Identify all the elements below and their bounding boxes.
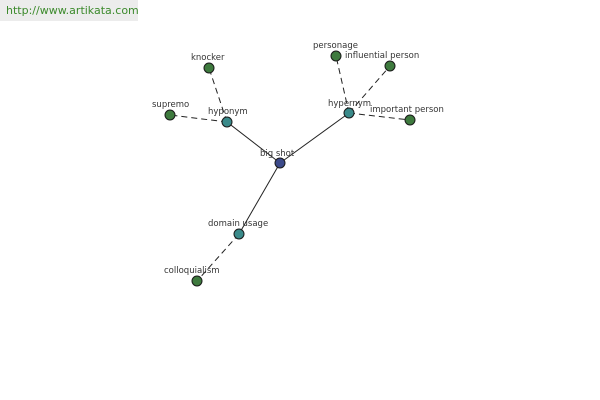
leaf-node-marker <box>384 60 396 72</box>
node-hyponym[interactable]: hyponym <box>208 107 248 128</box>
relation-node-label: hypernym <box>328 99 371 109</box>
center-node-marker <box>274 157 286 169</box>
node-colloquialism[interactable]: colloquialism <box>164 266 220 287</box>
node-supremo[interactable]: supremo <box>152 100 189 121</box>
leaf-node-label: supremo <box>152 100 189 110</box>
site-url[interactable]: http://www.artikata.com <box>6 4 139 17</box>
node-knocker[interactable]: knocker <box>191 53 225 74</box>
edge-domain-colloquialism <box>196 233 240 282</box>
leaf-node-marker <box>191 275 203 287</box>
relation-node-label: domain usage <box>208 219 268 229</box>
node-hypernym[interactable]: hypernym <box>328 99 371 119</box>
edge-hypernym-important <box>348 112 411 121</box>
relation-node-marker <box>233 228 245 240</box>
node-personage[interactable]: personage <box>313 41 358 62</box>
leaf-node-marker <box>330 50 342 62</box>
node-domain-usage[interactable]: domain usage <box>208 219 268 240</box>
leaf-node-marker <box>164 109 176 121</box>
relation-node-marker <box>221 116 233 128</box>
edge-center-domain <box>238 162 281 235</box>
node-big-shot[interactable]: big shot <box>260 149 295 169</box>
leaf-node-label: colloquialism <box>164 266 220 276</box>
relation-node-label: hyponym <box>208 107 248 117</box>
node-important-person[interactable]: important person <box>370 105 444 126</box>
edge-center-hypernym <box>279 112 350 164</box>
edge-hypernym-influential <box>348 65 391 114</box>
leaf-node-label: knocker <box>191 53 225 63</box>
leaf-node-label: important person <box>370 105 444 115</box>
node-influential-person[interactable]: influential person <box>345 51 419 72</box>
center-node-label: big shot <box>260 149 295 159</box>
edge-center-hyponym <box>226 121 281 164</box>
url-bar: http://www.artikata.com <box>0 0 139 21</box>
leaf-node-label: influential person <box>345 51 419 61</box>
leaf-node-marker <box>404 114 416 126</box>
leaf-node-marker <box>203 62 215 74</box>
leaf-node-label: personage <box>313 41 358 51</box>
relation-node-marker <box>343 107 355 119</box>
